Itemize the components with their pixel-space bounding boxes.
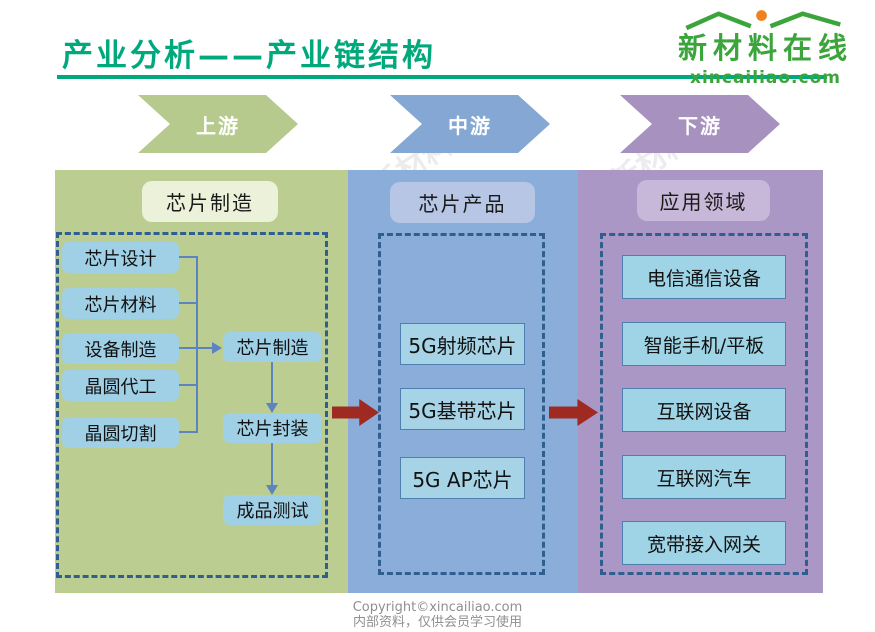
connector-line <box>179 347 197 349</box>
connector-line <box>179 384 197 386</box>
stage-label: 下游 <box>678 113 722 138</box>
stage-chevron-upstream: 上游 <box>138 95 298 153</box>
downstream-dashed-frame <box>600 233 808 575</box>
stage-chevron-midstream: 中游 <box>390 95 550 153</box>
node-equipment-mfg: 设备制造 <box>62 333 179 364</box>
footer-notice: 内部资料，仅供会员学习使用 <box>352 615 522 630</box>
connector-line <box>196 256 198 433</box>
node-final-testing: 成品测试 <box>223 495 322 525</box>
footer-copyright: Copyright©xincailiao.com <box>352 600 523 615</box>
node-chip-packaging: 芯片封装 <box>223 413 322 443</box>
connector-line <box>179 431 197 433</box>
logo-dot-icon <box>755 10 767 21</box>
footer: Copyright©xincailiao.com 内部资料，仅供会员学习使用 <box>0 600 875 630</box>
panel-midstream: 芯片产品 5G射频芯片 5G基带芯片 5G AP芯片 <box>348 170 578 593</box>
node-wafer-dicing: 晶圆切割 <box>62 417 179 448</box>
node-5g-ap-chip: 5G AP芯片 <box>400 457 525 499</box>
connector-line <box>179 302 197 304</box>
panel-upstream: 芯片制造 芯片设计 芯片材料 设备制造 晶圆代工 晶圆切割 芯片制造 芯片封装 … <box>55 170 348 593</box>
node-broadband-gateway: 宽带接入网关 <box>622 521 786 565</box>
panel-downstream: 应用领域 电信通信设备 智能手机/平板 互联网设备 互联网汽车 宽带接入网关 <box>578 170 823 593</box>
arrowhead-down-icon <box>266 403 278 413</box>
node-internet-cars: 互联网汽车 <box>622 455 786 499</box>
connector-line <box>271 362 273 404</box>
node-chip-design: 芯片设计 <box>62 242 179 273</box>
node-5g-rf-chip: 5G射频芯片 <box>400 323 525 365</box>
connector-line <box>196 347 214 349</box>
node-chip-manufacturing: 芯片制造 <box>223 332 322 362</box>
title-underline <box>57 75 827 79</box>
node-wafer-foundry: 晶圆代工 <box>62 370 179 401</box>
connector-line <box>271 443 273 486</box>
node-internet-devices: 互联网设备 <box>622 388 786 432</box>
midstream-dashed-frame <box>378 233 545 575</box>
stage-label: 中游 <box>448 113 492 138</box>
stage-chevron-downstream: 下游 <box>620 95 780 153</box>
node-chip-material: 芯片材料 <box>62 288 179 319</box>
logo: 新材料在线 xincailiao.com <box>668 8 863 88</box>
panel-header-downstream: 应用领域 <box>637 180 770 221</box>
arrowhead-down-icon <box>266 485 278 495</box>
connector-line <box>179 256 197 258</box>
node-telecom-equipment: 电信通信设备 <box>622 255 786 299</box>
logo-domain: xincailiao.com <box>689 68 841 88</box>
stage-label: 上游 <box>196 113 240 138</box>
logo-roof-icon <box>684 10 841 31</box>
node-smartphone-tablet: 智能手机/平板 <box>622 322 786 366</box>
arrowhead-right-icon <box>212 342 222 354</box>
logo-name: 新材料在线 <box>677 31 853 65</box>
node-5g-baseband-chip: 5G基带芯片 <box>400 388 525 430</box>
page-title: 产业分析——产业链结构 <box>62 38 436 74</box>
panel-header-midstream: 芯片产品 <box>390 182 535 223</box>
panel-header-upstream: 芯片制造 <box>142 181 278 222</box>
upstream-dashed-frame <box>56 232 328 578</box>
